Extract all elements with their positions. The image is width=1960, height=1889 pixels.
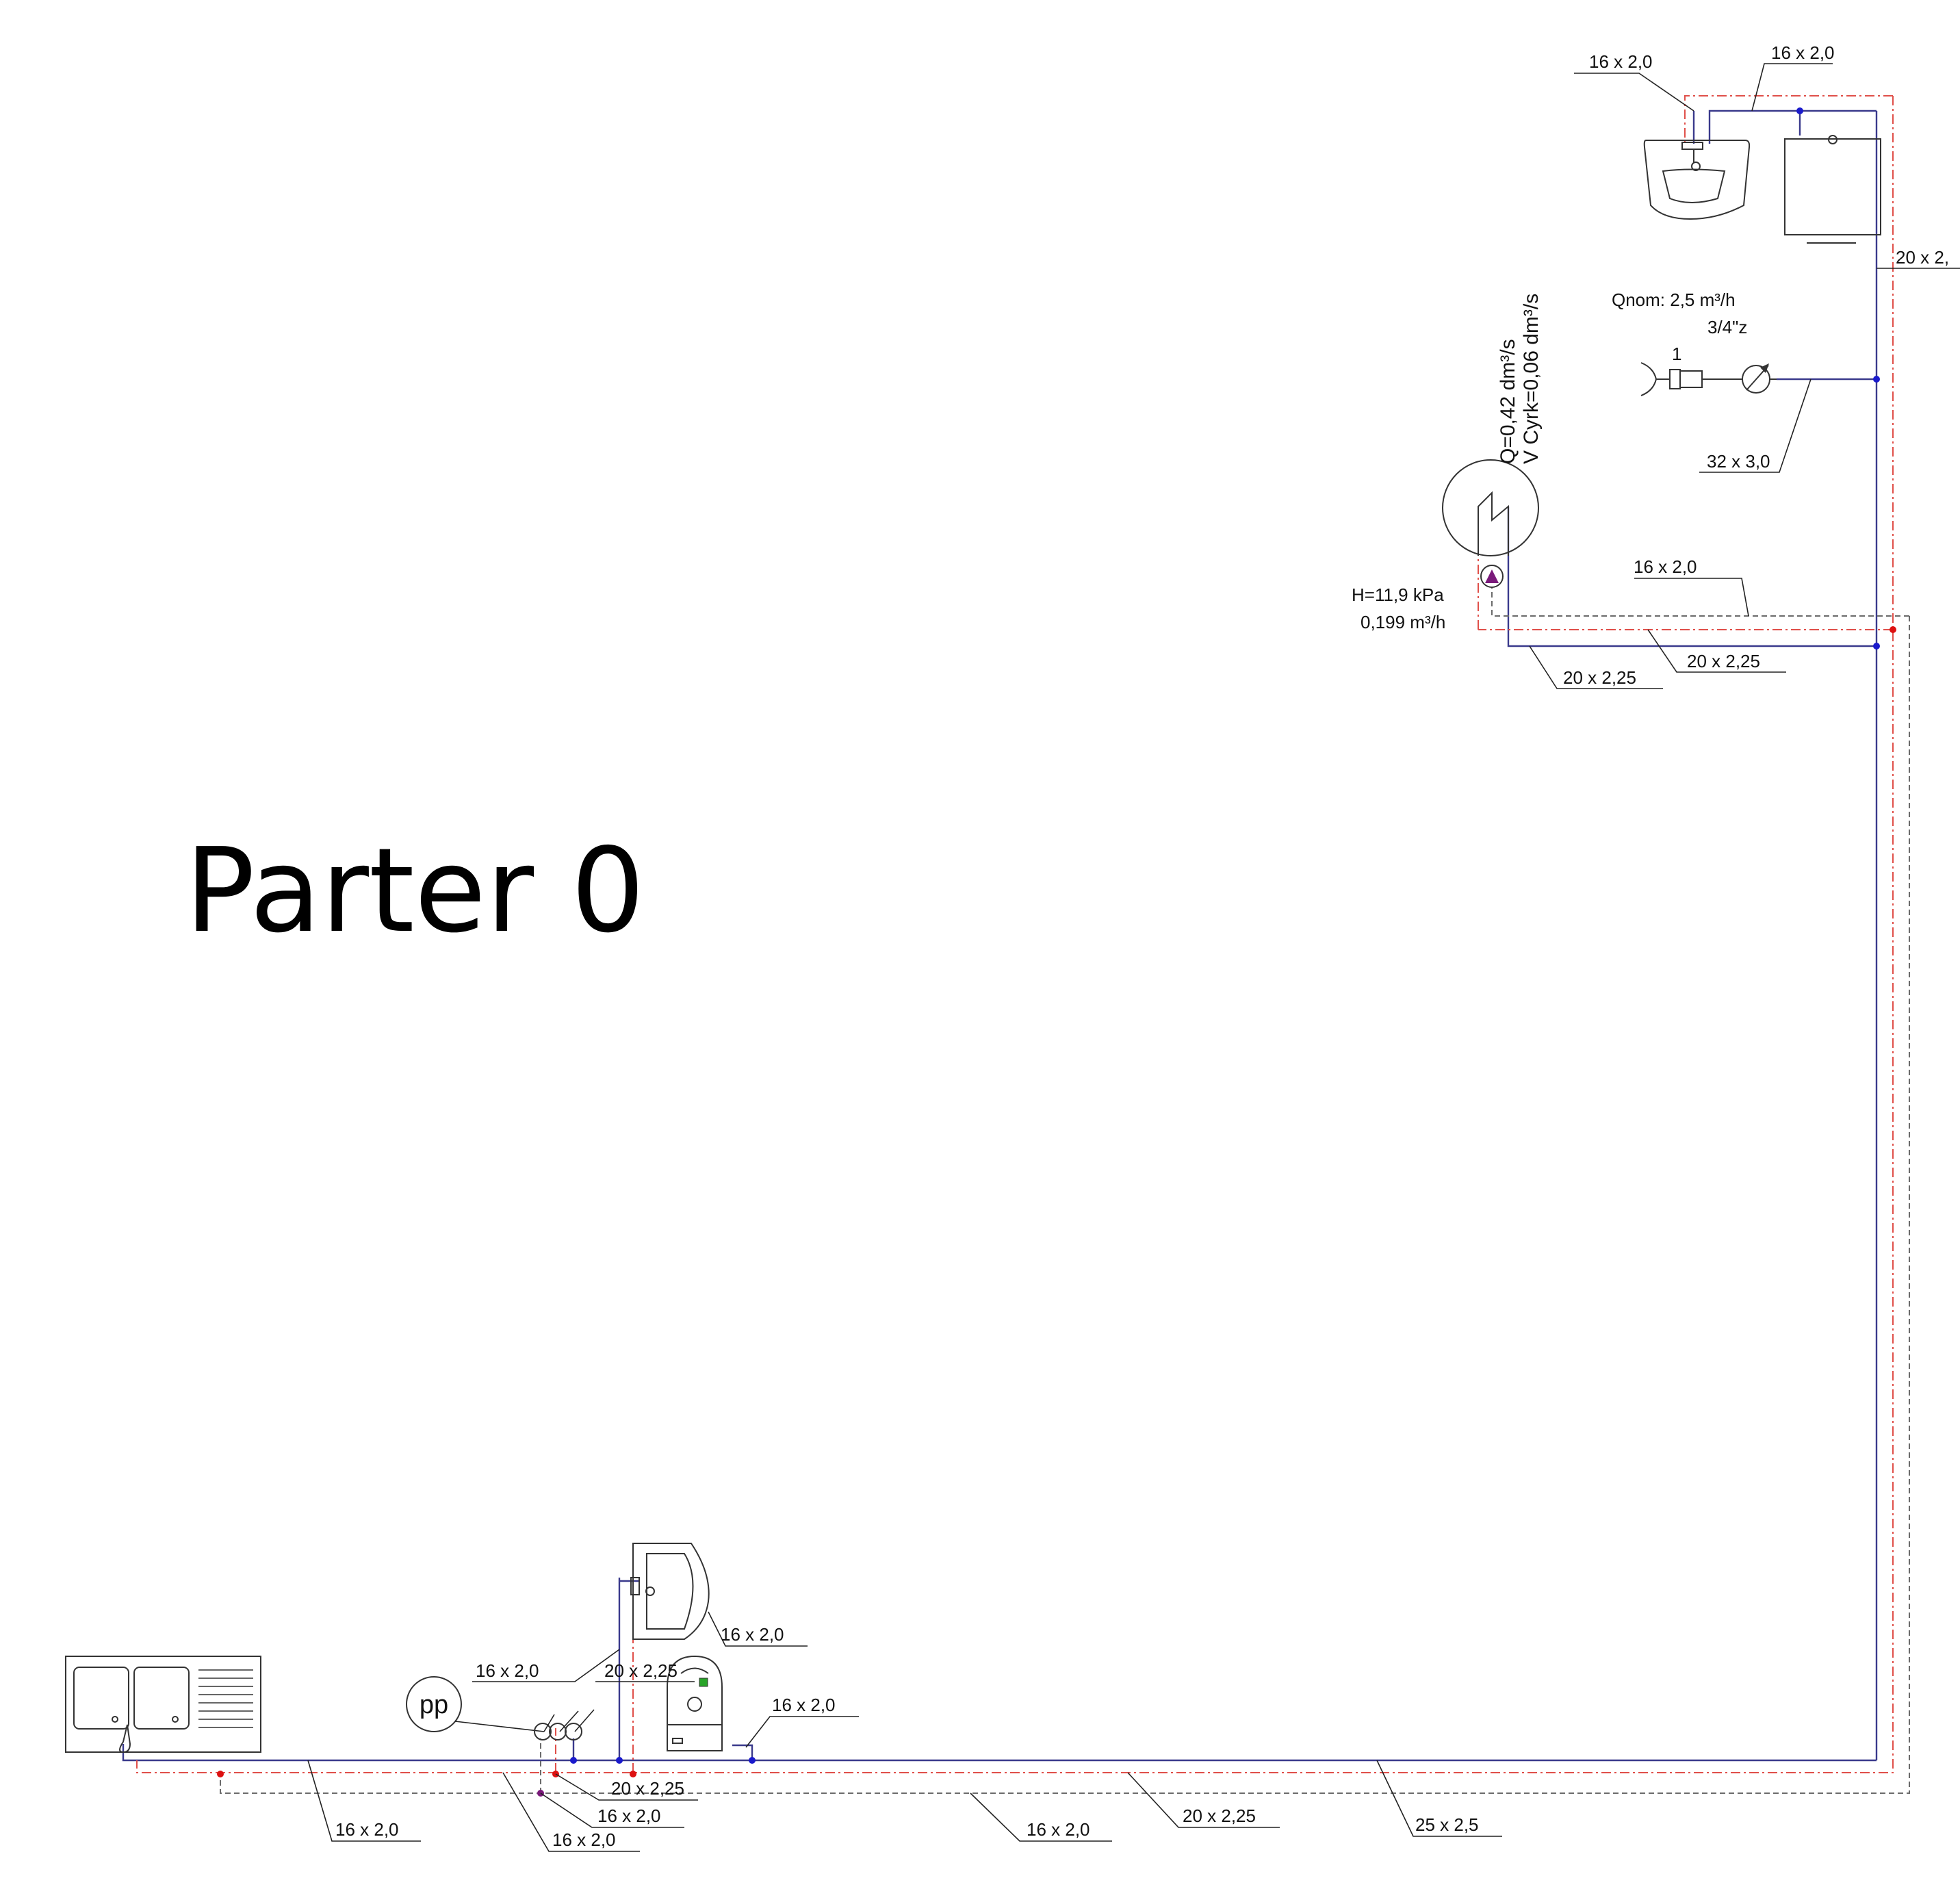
svg-text:16 x 2,0: 16 x 2,0 [1589, 51, 1653, 72]
svg-text:20 x 2,25: 20 x 2,25 [1687, 651, 1760, 671]
heater-circulation: V Cyrk=0,06 dm³/s [1520, 294, 1543, 464]
svg-text:20 x 2,25: 20 x 2,25 [611, 1778, 684, 1799]
washbasin-bottom [630, 1543, 710, 1640]
svg-text:16 x 2,0: 16 x 2,0 [772, 1695, 836, 1715]
pipe-label-heater-out: 20 x 2,25 [1529, 645, 1663, 689]
washbasin-top [1643, 140, 1751, 220]
pipe-label-heater-supply: 20 x 2,25 [1647, 629, 1786, 673]
heater-flow: Q=0,42 dm³/s [1497, 339, 1519, 464]
svg-text:16 x 2,0: 16 x 2,0 [597, 1806, 661, 1826]
pipe-label-bath-washbasin: 16 x 2,0 [708, 1611, 808, 1647]
cold-water-pipes [122, 110, 1878, 1762]
meter-qnom: Qnom: 2,5 m³/h [1612, 290, 1736, 310]
pump-head: H=11,9 kPa [1352, 584, 1444, 605]
svg-text:16 x 2,0: 16 x 2,0 [1634, 556, 1697, 577]
svg-text:20 x 2,25: 20 x 2,25 [604, 1660, 678, 1681]
svg-text:16 x 2,0: 16 x 2,0 [335, 1819, 399, 1840]
heater-annotation: Q=0,42 dm³/s V Cyrk=0,06 dm³/s [1497, 294, 1543, 464]
svg-text:16 x 2,0: 16 x 2,0 [1027, 1819, 1090, 1840]
kitchen-sink [65, 1656, 261, 1753]
circulation-pump [1480, 565, 1504, 588]
pipe-label-sink: 16 x 2,0 [307, 1760, 421, 1842]
pp-appliance [406, 1676, 595, 1740]
svg-text:16 x 2,0: 16 x 2,0 [1771, 42, 1835, 63]
floor-label: Parter 0 [185, 823, 645, 959]
pipe-label-wc: 16 x 2,0 [745, 1695, 859, 1748]
wc-bottom [667, 1655, 723, 1751]
pump-flow: 0,199 m³/h [1361, 612, 1445, 632]
svg-text:16 x 2,0: 16 x 2,0 [476, 1660, 539, 1681]
svg-text:16 x 2,0: 16 x 2,0 [552, 1829, 616, 1850]
pipe-label-heater-circ: 16 x 2,0 [1634, 556, 1749, 617]
pipe-label-main-trunk: 25 x 2,5 [1376, 1760, 1502, 1837]
svg-text:20 x 2,: 20 x 2, [1896, 247, 1949, 268]
svg-text:20 x 2,25: 20 x 2,25 [1183, 1806, 1256, 1826]
pipe-label-main-hot: 20 x 2,25 [1127, 1772, 1280, 1828]
pp-label: pp [420, 1691, 448, 1719]
toilet-top [1784, 135, 1881, 244]
meter-size: 3/4"z [1707, 317, 1747, 337]
pipe-label-circ-branch: 16 x 2,0 [540, 1792, 684, 1828]
pipe-label-hot-branch: 20 x 2,25 [555, 1773, 698, 1801]
svg-text:20 x 2,25: 20 x 2,25 [1563, 667, 1636, 688]
pipe-label-right-riser: 20 x 2, [1877, 247, 1960, 269]
pipe-label-meter: 32 x 3,0 [1699, 378, 1811, 473]
svg-text:16 x 2,0: 16 x 2,0 [721, 1624, 784, 1645]
pipe-label-pp-hot: 20 x 2,25 [595, 1660, 695, 1682]
circulation-pipes [220, 575, 1910, 1794]
pipe-label-top-washbasin: 16 x 2,0 [1574, 51, 1694, 112]
svg-text:32 x 3,0: 32 x 3,0 [1707, 451, 1770, 472]
pipe-label-pp-branch: 16 x 2,0 [502, 1772, 640, 1852]
pipe-label-pp-cold: 16 x 2,0 [472, 1649, 620, 1682]
water-meter [1640, 362, 1777, 396]
pipe-label-top-toilet: 16 x 2,0 [1751, 42, 1835, 112]
water-heater [1442, 459, 1539, 556]
pipe-label-main-cold: 16 x 2,0 [970, 1792, 1112, 1842]
meter-number: 1 [1672, 344, 1681, 364]
svg-text:25 x 2,5: 25 x 2,5 [1415, 1814, 1479, 1835]
